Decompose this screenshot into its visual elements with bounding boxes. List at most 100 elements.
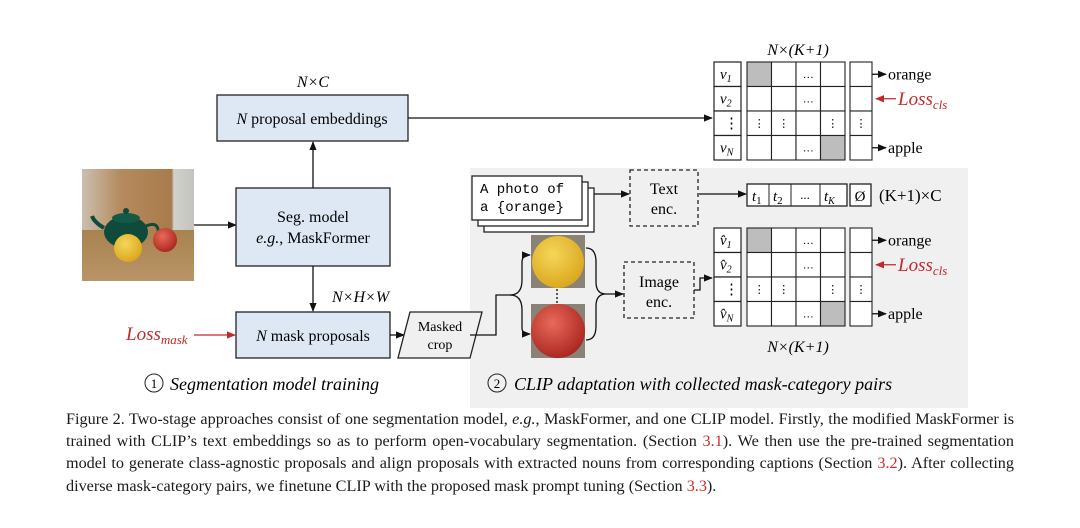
caption-part4: ). After collecting diverse mask-categor… [66, 454, 1014, 495]
row-label: v2 [720, 92, 732, 110]
null-column-cell [849, 61, 873, 88]
matrix-cell [795, 251, 822, 278]
matrix-cell [795, 276, 822, 303]
proposal-dim-label: N×C [296, 74, 329, 91]
caption-part5: ). [706, 476, 717, 495]
caption-ref-3-3[interactable]: 3.3 [686, 476, 707, 495]
matrix-cell [819, 300, 846, 327]
matrix-cell [770, 276, 797, 303]
crop-branch-line [470, 294, 510, 336]
masked-crop-line2: crop [428, 338, 453, 353]
null-column-cell [849, 85, 873, 112]
cell-ellipsis: ⋮ [778, 284, 789, 296]
apple-crop [531, 304, 585, 358]
token-t1: t1 [752, 189, 762, 207]
matrix-cell [819, 134, 846, 161]
cell-ellipsis: … [803, 94, 814, 106]
null-column-cell [849, 251, 873, 278]
stage1-number: 1 [151, 376, 158, 391]
row-label-cell [713, 227, 742, 254]
proposal-embeddings-box [216, 94, 409, 142]
loss-cls-label: Losscls [897, 89, 947, 112]
row-label: ⋮ [724, 282, 739, 298]
matrix-cell [746, 300, 773, 327]
image-enc-line2: enc. [646, 294, 672, 311]
token-ellipsis: ... [800, 187, 810, 202]
caption-part1: Figure 2. Two-stage approaches consist o… [66, 410, 513, 428]
seg-model-line1: Seg. model [277, 209, 350, 226]
cell-ellipsis: ⋮ [754, 118, 765, 130]
cell-ellipsis: … [803, 309, 814, 321]
matrix-cell [746, 61, 773, 88]
masked-crop-box [397, 311, 483, 359]
matrix-cell [770, 85, 797, 112]
cell-ellipsis: ⋮ [856, 284, 867, 296]
cell-ellipsis: … [803, 260, 814, 272]
row-label: v1 [720, 67, 732, 85]
token-t2: t2 [773, 189, 783, 207]
class-label-apple: apple [888, 306, 923, 323]
matrix-cell [819, 276, 846, 303]
figure-caption: Figure 2. Two-stage approaches consist o… [66, 408, 1014, 497]
cell-ellipsis: ⋮ [778, 118, 789, 130]
text-enc-line2: enc. [651, 201, 677, 218]
input-photo [82, 169, 194, 281]
orange-crop [531, 235, 585, 288]
loss-mask-label: Lossmask [125, 324, 188, 347]
matrix-top-dim: N×(K+1) [766, 42, 829, 59]
row-label: v̂2 [720, 258, 732, 276]
matrix-cell [819, 85, 846, 112]
cell-ellipsis: ⋮ [827, 284, 838, 296]
prompt-line2: a {orange} [480, 200, 564, 216]
masked-crop-line1: Masked [418, 320, 462, 335]
matrix-cell [770, 251, 797, 278]
cell-ellipsis: ⋮ [754, 284, 765, 296]
cell-ellipsis: ⋮ [827, 118, 838, 130]
matrix-cell [746, 251, 773, 278]
crops-merge-brace [585, 247, 607, 341]
matrix-cell [770, 61, 797, 88]
loss-cls-label: Losscls [897, 255, 947, 278]
caption-ref-3-2[interactable]: 3.2 [877, 454, 898, 473]
stage2-title: CLIP adaptation with collected mask-cate… [514, 374, 892, 394]
null-column-cell [849, 300, 873, 327]
cell-ellipsis: … [803, 235, 814, 247]
matrix-cell [746, 227, 773, 254]
seg-model-line2: e.g., MaskFormer [256, 230, 370, 247]
matrix-cell [770, 134, 797, 161]
stage2-number-circle [487, 373, 507, 393]
caption-ref-3-1[interactable]: 3.1 [702, 432, 723, 451]
matrix-cell [819, 251, 846, 278]
cell-ellipsis: … [803, 143, 814, 155]
mask-proposals-label: N mask proposals [255, 328, 370, 345]
prompt-line1: A photo of [480, 182, 564, 198]
proposal-embeddings-label: N proposal embeddings [235, 111, 387, 128]
stage1-title: Segmentation model training [170, 374, 379, 394]
text-token-row: t1 t2 ... tK Ø [746, 183, 872, 207]
stage1-number-circle [144, 373, 164, 393]
image-enc-line1: Image [639, 274, 679, 291]
stage2-number: 2 [494, 376, 501, 391]
caption-part2: , MaskFormer, and one CLIP model. Firstl… [66, 410, 1014, 451]
text-dim-label: (K+1)×C [879, 186, 942, 205]
matrix-cell [795, 227, 822, 254]
row-label: ⋮ [724, 116, 739, 132]
mask-dim-label: N×H×W [331, 289, 391, 306]
prompt-template-box [471, 175, 583, 221]
matrix-cell [819, 227, 846, 254]
matrix-cell [746, 85, 773, 112]
matrix-cell [770, 227, 797, 254]
matrix-cell [770, 300, 797, 327]
mask-proposals-box [235, 311, 391, 359]
class-label-orange: orange [888, 66, 932, 83]
cell-ellipsis: … [803, 69, 814, 81]
null-column-cell [849, 134, 873, 161]
row-label-cell [713, 61, 742, 88]
text-enc-line1: Text [650, 181, 679, 198]
cell-ellipsis: ⋮ [856, 118, 867, 130]
text-encoder-box [629, 169, 699, 227]
matrix-cell [819, 110, 846, 137]
